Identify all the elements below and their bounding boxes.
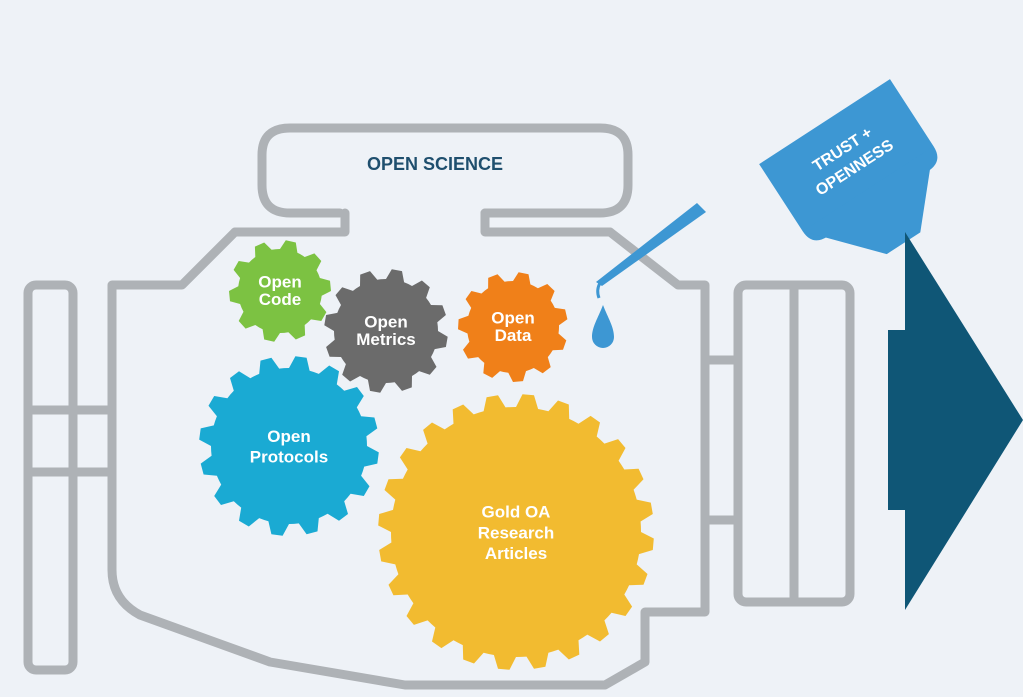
- gear-open-data-label-2: Data: [495, 326, 532, 345]
- oil-bottle: TRUST + OPENNESS: [592, 79, 938, 348]
- gears-group: OpenCodeOpenMetricsOpenDataOpenProtocols…: [199, 240, 654, 670]
- engine-right-coupler: [700, 355, 743, 525]
- gear-gold-oa-research-articles-label-1: Gold OA: [482, 503, 551, 522]
- engine-fan-blade: [23, 280, 78, 675]
- gear-open-protocols-label-1: Open: [267, 427, 310, 446]
- gear-open-code-label-1: Open: [258, 273, 301, 292]
- gear-open-data-shape: [458, 272, 568, 382]
- engine-neck-left: [230, 208, 350, 237]
- engine-outline: [23, 123, 855, 690]
- gear-open-metrics-label-2: Metrics: [356, 330, 416, 349]
- engine-title: OPEN SCIENCE: [367, 154, 503, 174]
- engine-shaft-connector: [68, 405, 117, 477]
- oil-bottle-shoulder: [802, 146, 934, 255]
- oil-stream: [596, 282, 602, 299]
- gear-gold-oa-research-articles-label-2: Research: [478, 523, 555, 542]
- engine-neck-right: [480, 208, 615, 237]
- oil-bottle-body: [759, 79, 938, 241]
- engine-top-cap: [257, 123, 633, 218]
- engine-body: [107, 227, 710, 690]
- oil-drop: [592, 305, 614, 348]
- gear-open-data-label-1: Open: [491, 309, 534, 328]
- gear-gold-oa-research-articles-label-3: Articles: [485, 544, 547, 563]
- gear-open-protocols-label-2: Protocols: [250, 448, 328, 467]
- oil-bottle-nozzle: [596, 203, 706, 286]
- output-arrow: [888, 232, 1023, 610]
- gear-gold-oa-research-articles-shape: [378, 394, 654, 670]
- gear-open-code-shape: [229, 240, 331, 342]
- gear-open-code-label-2: Code: [259, 290, 302, 309]
- gear-open-protocols-shape: [199, 356, 379, 536]
- gear-open-metrics-label-1: Open: [364, 313, 407, 332]
- gear-open-metrics-shape: [324, 269, 448, 393]
- engine-left-shaft: [23, 405, 78, 477]
